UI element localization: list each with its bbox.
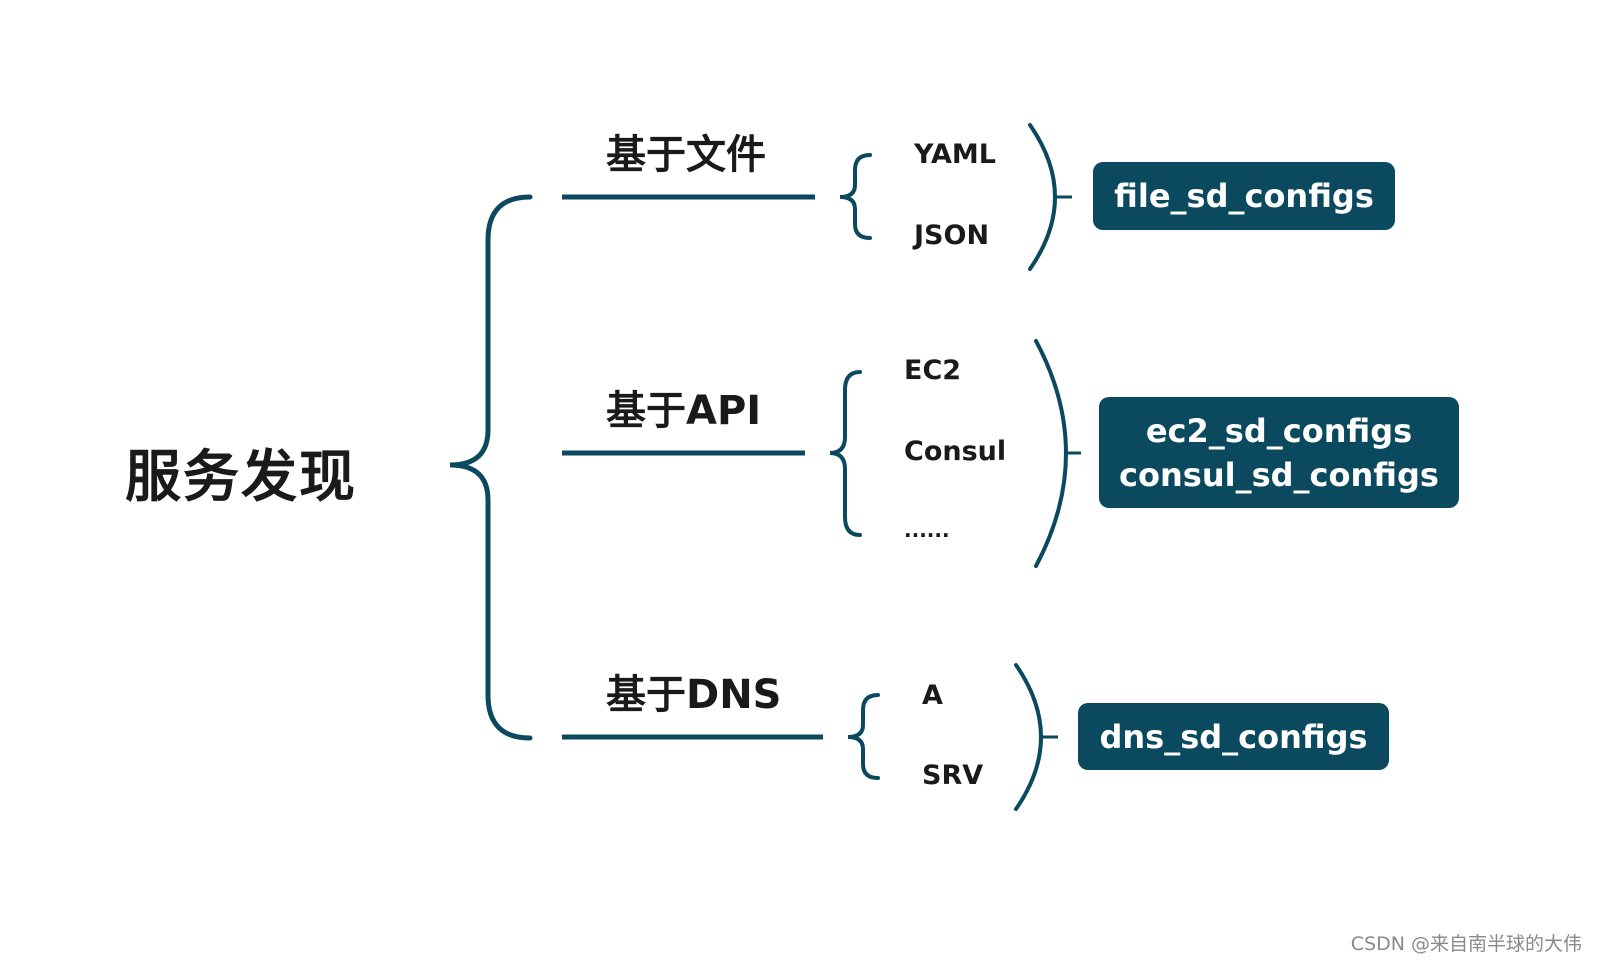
watermark: CSDN @来自南半球的大伟 [1350,933,1582,955]
api-open-brace [829,370,862,537]
config-file-sd: file_sd_configs [1114,177,1374,215]
config-dns-sd: dns_sd_configs [1099,717,1368,756]
branch-label-dns: 基于DNS [606,672,782,718]
config-box-api: ec2_sd_configs consul_sd_configs [1099,397,1459,508]
dns-close-paren [1014,663,1043,811]
item-a: A [922,680,943,711]
item-yaml: YAML [914,139,996,170]
config-box-dns: dns_sd_configs [1078,703,1389,770]
item-ellipsis: ...... [904,518,950,542]
api-close-paren [1034,339,1068,568]
config-consul-sd: consul_sd_configs [1119,455,1439,494]
branch-label-api: 基于API [606,388,762,434]
file-open-brace [839,153,872,240]
dns-open-brace [847,693,880,780]
root-brace [449,194,533,741]
item-consul: Consul [904,436,1007,467]
item-ec2: EC2 [904,355,962,386]
item-json: JSON [914,220,990,251]
item-srv: SRV [922,760,984,791]
config-box-file: file_sd_configs [1093,162,1395,230]
file-close-paren [1028,123,1057,271]
branch-label-file: 基于文件 [606,132,766,178]
root-label: 服务发现 [125,445,357,510]
config-ec2-sd: ec2_sd_configs [1145,411,1413,450]
